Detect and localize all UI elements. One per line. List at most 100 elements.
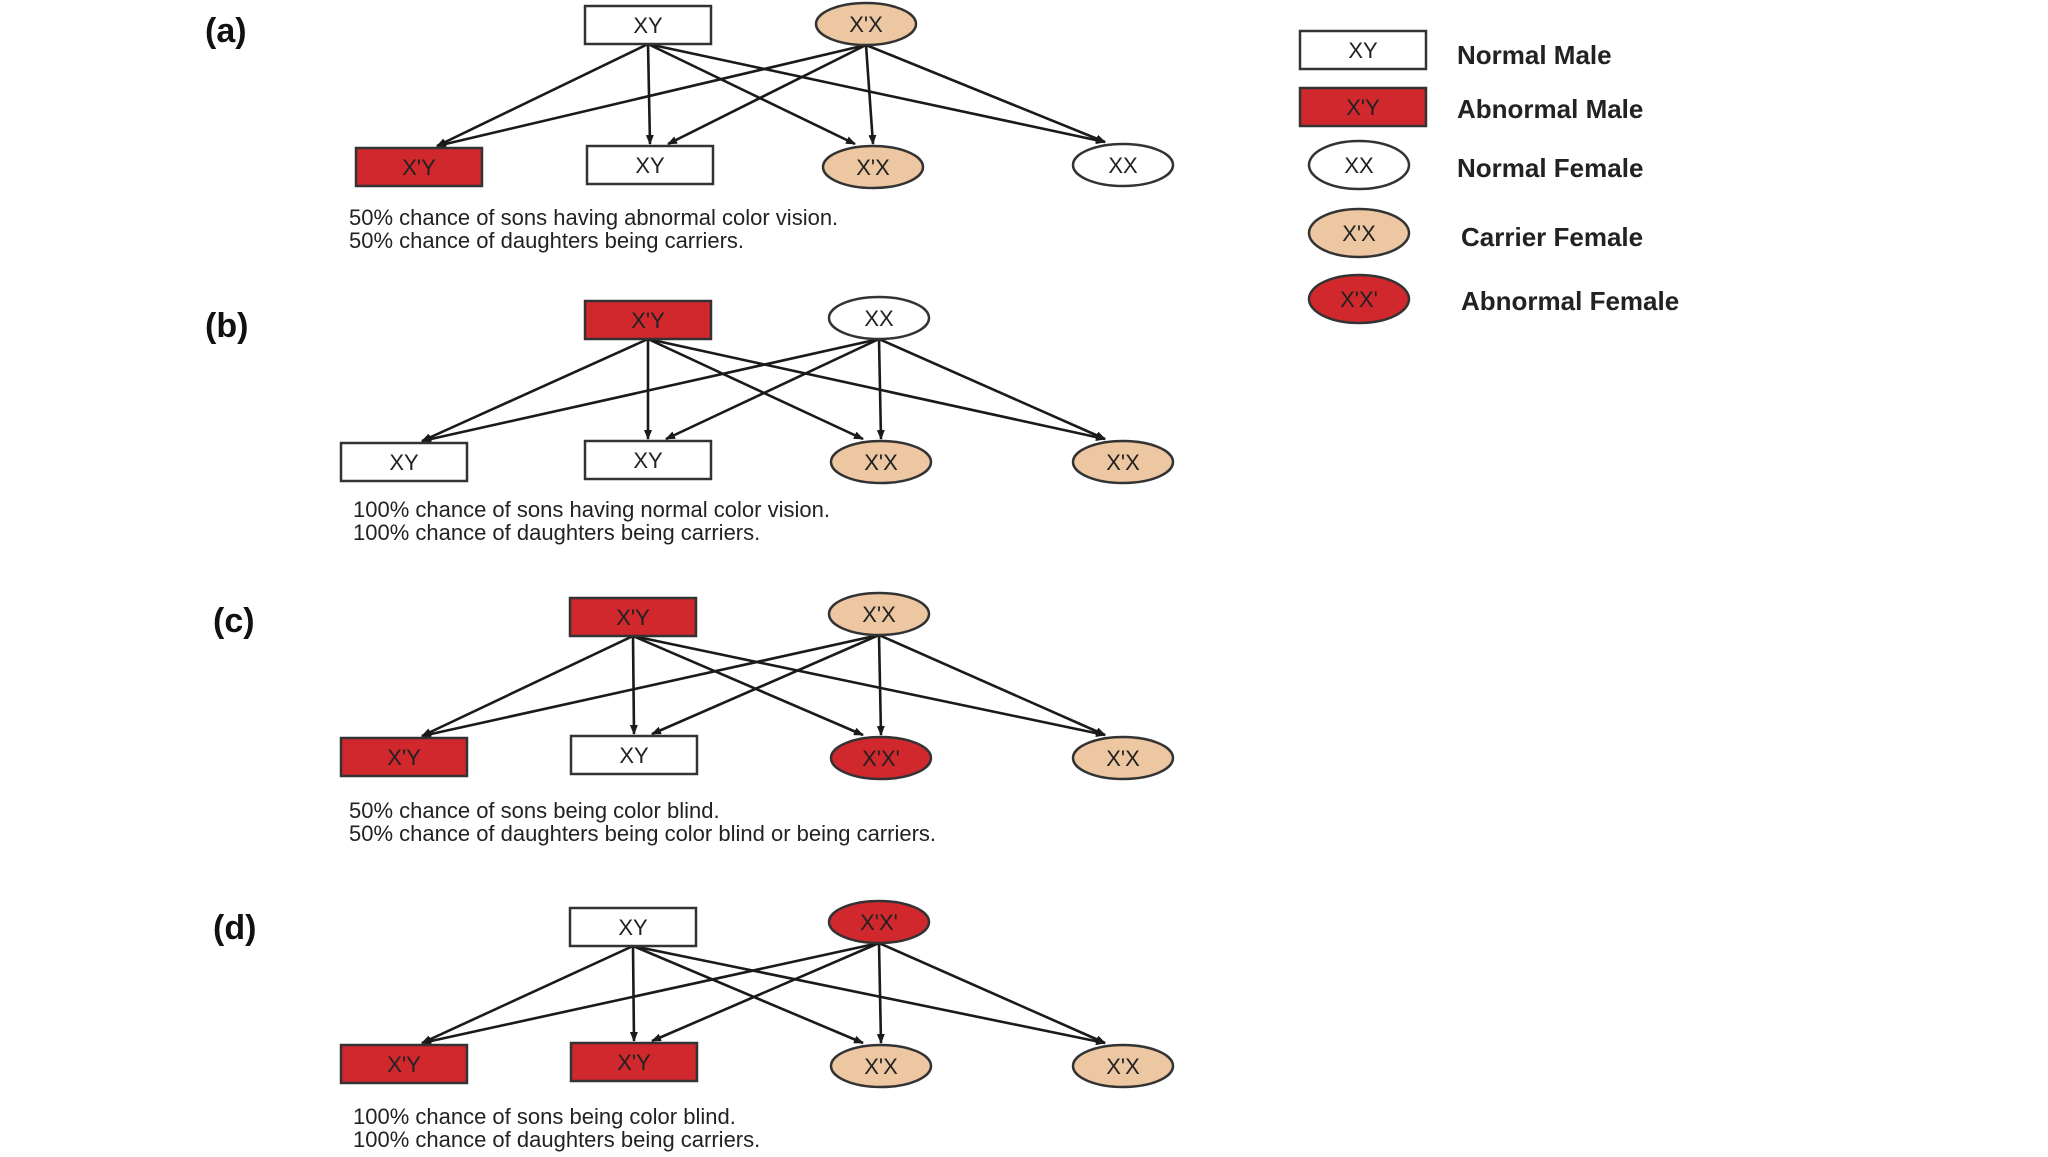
inheritance-arrows bbox=[421, 337, 1106, 443]
child-node-1: X'Y bbox=[354, 146, 484, 188]
genotype-label: X'X' bbox=[862, 746, 900, 771]
legend-swatch bbox=[1307, 139, 1411, 191]
arrow-father-to-child-4 bbox=[632, 634, 1106, 738]
genotype-label: X'Y bbox=[617, 1050, 651, 1075]
genotype-label: X'Y bbox=[387, 1052, 421, 1077]
arrow-mother-to-child-3 bbox=[864, 44, 877, 145]
arrow-mother-to-child-3 bbox=[876, 634, 885, 736]
legend-symbol: XY bbox=[1348, 38, 1378, 63]
legend-label: Abnormal Female bbox=[1461, 286, 1679, 316]
probability-caption: 50% chance of daughters being carriers. bbox=[349, 228, 744, 253]
arrow-mother-to-child-4 bbox=[878, 337, 1106, 441]
female-ellipse bbox=[827, 899, 931, 945]
legend-label: Carrier Female bbox=[1461, 222, 1643, 252]
arrow-father-to-child-1 bbox=[421, 337, 649, 443]
legend-symbol: X'X' bbox=[1340, 287, 1378, 312]
probability-caption: 100% chance of daughters being carriers. bbox=[353, 1127, 760, 1152]
child-node-1: X'Y bbox=[339, 1043, 469, 1085]
male-box bbox=[569, 1041, 699, 1083]
genotype-label: X'X bbox=[849, 12, 883, 37]
genotype-label: X'X bbox=[1106, 746, 1140, 771]
child-node-2: XY bbox=[583, 439, 713, 481]
arrow-mother-to-child-3 bbox=[876, 338, 885, 440]
legend-symbol: XX bbox=[1344, 153, 1374, 178]
male-box bbox=[583, 299, 713, 341]
arrow-father-to-child-1 bbox=[436, 42, 649, 148]
legend-swatch bbox=[1307, 207, 1411, 259]
arrow-mother-to-child-4 bbox=[878, 941, 1106, 1045]
arrow-father-to-child-4 bbox=[647, 337, 1106, 441]
arrow-father-to-child-2 bbox=[629, 635, 638, 735]
genotype-label: XY bbox=[618, 915, 648, 940]
legend-swatch bbox=[1298, 86, 1428, 128]
child-node-3: X'X bbox=[829, 1043, 933, 1089]
mother-node: X'X bbox=[827, 591, 931, 637]
female-ellipse bbox=[829, 735, 933, 781]
arrow-mother-to-child-2 bbox=[651, 633, 880, 736]
child-node-2: XY bbox=[569, 734, 699, 776]
female-ellipse bbox=[829, 1043, 933, 1089]
mother-node: X'X bbox=[814, 1, 918, 47]
genotype-label: X'X' bbox=[860, 910, 898, 935]
child-node-4: X'X bbox=[1071, 1043, 1175, 1089]
child-node-4: XX bbox=[1071, 142, 1175, 188]
female-ellipse bbox=[821, 144, 925, 190]
female-ellipse bbox=[1071, 439, 1175, 485]
female-ellipse bbox=[1071, 735, 1175, 781]
arrow-mother-to-child-1 bbox=[421, 941, 880, 1045]
genotype-label: X'X bbox=[1106, 450, 1140, 475]
child-node-2: XY bbox=[585, 144, 715, 186]
male-box bbox=[583, 4, 713, 46]
child-node-3: X'X' bbox=[829, 735, 933, 781]
arrow-father-to-child-3 bbox=[632, 944, 864, 1045]
arrow-mother-to-child-2 bbox=[667, 43, 867, 146]
child-node-4: X'X bbox=[1071, 439, 1175, 485]
arrow-mother-to-child-3 bbox=[876, 942, 885, 1044]
child-node-4: X'X bbox=[1071, 735, 1175, 781]
legend-label: Abnormal Male bbox=[1457, 94, 1643, 124]
genotype-label: X'Y bbox=[631, 308, 665, 333]
legend-swatch bbox=[1298, 29, 1428, 71]
child-node-2: X'Y bbox=[569, 1041, 699, 1083]
arrow-mother-to-child-1 bbox=[421, 337, 880, 443]
genotype-label: X'Y bbox=[402, 155, 436, 180]
legend-item-abnormal-male: X'Y Abnormal Male bbox=[1298, 86, 1643, 128]
father-node: X'Y bbox=[568, 596, 698, 638]
arrow-mother-to-child-1 bbox=[421, 633, 880, 738]
genotype-label: X'X bbox=[856, 155, 890, 180]
genotype-label: XY bbox=[633, 448, 663, 473]
male-box bbox=[585, 144, 715, 186]
male-box bbox=[339, 441, 469, 483]
genotype-label: X'X bbox=[1106, 1054, 1140, 1079]
legend-symbol: X'Y bbox=[1346, 95, 1380, 120]
arrow-mother-to-child-2 bbox=[665, 337, 880, 441]
probability-caption: 100% chance of daughters being carriers. bbox=[353, 520, 760, 545]
arrow-mother-to-child-2 bbox=[651, 941, 880, 1043]
female-ellipse bbox=[829, 439, 933, 485]
arrow-father-to-child-2 bbox=[629, 945, 638, 1042]
genotype-label: X'Y bbox=[387, 745, 421, 770]
male-box bbox=[568, 906, 698, 948]
legend-item-abnormal-female: X'X' Abnormal Female bbox=[1307, 273, 1679, 325]
panel-label: (d) bbox=[213, 909, 256, 947]
child-node-1: XY bbox=[339, 441, 469, 483]
female-ellipse bbox=[1071, 1043, 1175, 1089]
probability-caption: 100% chance of sons having normal color … bbox=[353, 497, 830, 522]
genotype-label: X'Y bbox=[616, 605, 650, 630]
arrow-father-to-child-2 bbox=[645, 43, 654, 145]
genotype-label: X'X bbox=[864, 450, 898, 475]
genotype-label: X'X bbox=[864, 1054, 898, 1079]
mother-node: XX bbox=[827, 295, 931, 341]
female-ellipse bbox=[827, 295, 931, 341]
panel-label: (c) bbox=[213, 602, 255, 640]
arrow-father-to-child-1 bbox=[421, 944, 634, 1045]
mother-node: X'X' bbox=[827, 899, 931, 945]
